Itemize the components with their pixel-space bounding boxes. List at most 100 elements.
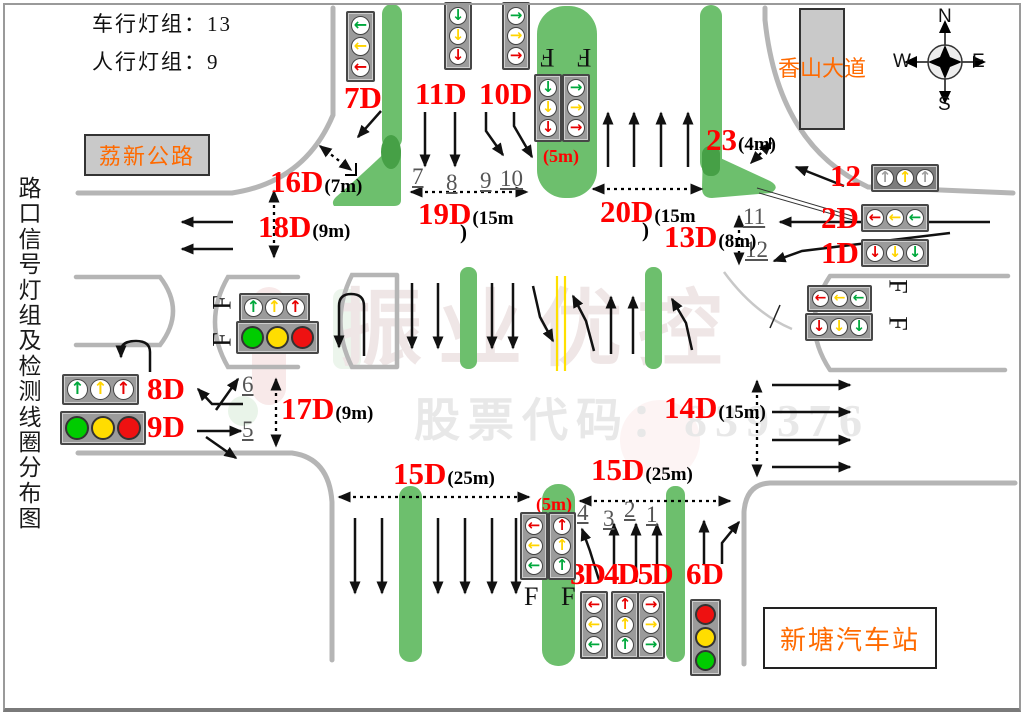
detector-label-main: 10D [479,76,533,111]
detector-label-main: 15D [591,452,645,487]
detector-label-main: 15D [393,456,447,491]
watermark-logo-circle [620,400,700,480]
compass-rose [904,20,986,104]
detector-corner-marks [345,138,771,176]
detector-label-15D-west: 15D(25m) [393,456,495,492]
right-arrow-icon: → [509,46,523,64]
green-dark-patches [381,135,720,176]
lamp-arrow-g-down: ↓ [906,244,924,262]
right-arrow-icon: → [569,118,583,136]
down-arrow-icon: ↓ [908,243,922,261]
lamp-arrow-r-left: ← [525,517,543,535]
south-median-f: F F [524,582,584,611]
north-median-width: (5m) [543,146,579,166]
lamp-arrow-y-left: ← [831,290,848,307]
detector-span-arrows [268,141,773,507]
left-arrow-icon: ← [353,57,368,76]
down-arrow-icon: ↓ [852,317,866,335]
lamp-arrow-g-right: → [567,79,585,97]
left-arrow-icon: ← [527,556,541,574]
up-arrow-icon: ↑ [267,297,282,316]
detector-label-6D: 6D [686,556,724,592]
up-arrow-icon: ↑ [116,378,131,399]
road-edges [75,5,1018,667]
lamp-circle-r [695,604,716,625]
detector-label-main: ) [460,220,467,244]
left-arrow-icon: ← [527,536,541,554]
up-arrow-icon: ↑ [618,615,632,633]
lamp-arrow-r-down: ↓ [449,47,467,65]
detector-label-main: 18D [258,209,312,244]
detector-label-main: 9D [147,409,185,444]
lamp-arrow-g-left: ← [525,557,543,575]
lamp-arrow-g-left: ← [850,290,867,307]
lamp-arrow-g-up: ↑ [244,298,263,317]
detector-label-main: 2D [821,200,859,235]
detector-label-1D: 1D [821,235,859,271]
lamp-arrow-y-up: ↑ [616,616,634,634]
lamp-arrow-y-left: ← [525,537,543,555]
lamp-arrow-g-down: ↓ [539,79,557,97]
south-median-width: (5m) [536,494,572,514]
right-arrow-icon: → [644,615,658,633]
up-arrow-icon: ↑ [898,168,912,186]
detector-label-10D: 10D [479,76,532,112]
lamp-arrow-r-right: → [642,596,660,614]
detector-label-distance: (15m [472,208,514,229]
lane-number-11: 11 [743,204,766,229]
watermark-stock-text: 股票代码：839376 [414,395,870,446]
road-label-lixin-highway: 荔新公路 [84,134,210,176]
lamp-arrow-y-right: → [567,99,585,117]
detector-label-main: 14D [664,390,718,425]
signal-6D [690,599,721,676]
right-arrow-icon: → [569,98,583,116]
left-arrow-icon: ← [353,36,368,55]
left-arrow-icon: ← [852,290,865,306]
watermark-logo-dot [228,396,258,426]
lamp-arrow-r-down: ↓ [539,119,557,137]
detector-label-8D: 8D [147,371,185,407]
lamp-arrow-y-down: ↓ [449,27,467,45]
signal-west-median-bottom [236,321,319,354]
lamp-arrow-y-right: → [642,616,660,634]
detector-label-20D: 20D(15m [600,194,696,230]
up-arrow-icon: ↑ [918,168,932,186]
detector-label-7D: 7D [344,80,382,116]
up-arrow-icon: ↑ [618,595,632,613]
lamp-circle-r [117,416,141,440]
up-arrow-icon: ↑ [288,297,303,316]
up-arrow-icon: ↑ [878,168,892,186]
signal-1D: ↓↓↓ [861,239,929,267]
down-arrow-icon: ↓ [541,98,555,116]
signal-west-median-top: ↑↑↑ [239,293,310,322]
detector-label-16D: 16D(7m) [270,164,362,200]
lamp-arrow-g-down: ↓ [449,7,467,25]
signal-5D: →→→ [637,591,665,659]
lamp-arrow-x-up: ↑ [916,169,934,187]
lamp-arrow-y-left: ← [585,616,603,634]
lamp-arrow-g-up: ↑ [616,636,634,654]
road-label-xiangshan-avenue: 香山大道 [778,8,866,130]
lamp-arrow-g-down: ↓ [850,318,868,336]
lamp-arrow-y-up: ↑ [553,537,571,555]
vehicle-light-group-count: 车行灯组：13 [92,12,232,36]
detector-label-11D: 11D [415,76,467,112]
lamp-arrow-r-up: ↑ [553,517,571,535]
left-arrow-icon: ← [353,15,368,34]
down-arrow-icon: ↓ [541,78,555,96]
signal-11D: ↓ ↓ ↓ [444,2,472,70]
signal-east-median-bottom: ↓↓↓ [805,313,873,341]
lamp-arrow-y-up: ↑ [896,169,914,187]
detector-label-main: 7D [344,80,382,115]
signal-north-median-left: ↓ ↓ ↓ [534,74,562,142]
up-arrow-icon: ↑ [555,556,569,574]
detector-label-main: 17D [281,391,335,426]
compass-east-label: E [972,51,985,72]
detector-label-main: 3D4D5D [570,556,674,591]
lane-number-12: 12 [745,237,768,262]
signal-4D: ↑ ↑ ↑ [611,591,639,659]
detector-label-main: 6D [686,556,724,591]
lane-number-9: 9 [480,168,492,193]
up-arrow-icon: ↑ [555,536,569,554]
lamp-arrow-g-up: ↑ [553,557,571,575]
